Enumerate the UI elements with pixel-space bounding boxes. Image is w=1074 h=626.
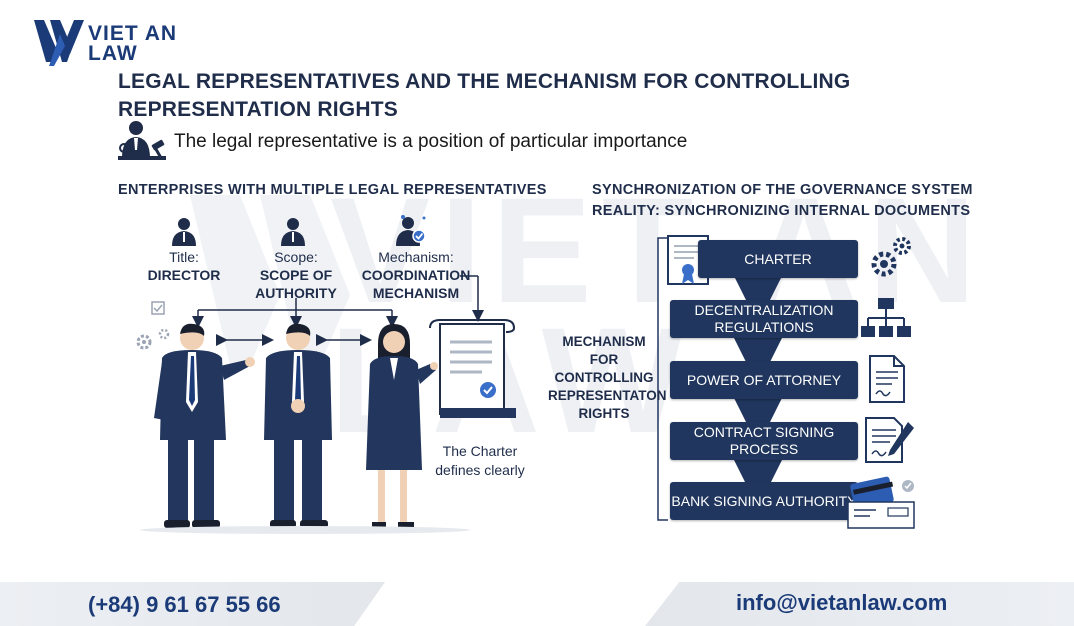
- role-director-label: Title:: [169, 249, 199, 265]
- flow-step-bank-signing: BANK SIGNING AUTHORITY: [670, 482, 858, 520]
- vietan-logo-icon: [34, 20, 84, 66]
- representative-man-2-illustration: [264, 323, 332, 528]
- role-mechanism-value-1: COORDINATION: [361, 267, 471, 283]
- director-person-icon: [172, 218, 196, 246]
- flow-step-decentralization-line-1: DECENTRALIZATION: [694, 302, 834, 318]
- role-director: Title: DIRECTOR: [134, 248, 234, 284]
- bank-card-cheque-icon: [847, 476, 915, 529]
- role-mechanism-value-2: MECHANISM: [372, 285, 460, 301]
- gears-icon: [871, 237, 911, 277]
- mechanism-label-line-3: CONTROLLING: [554, 370, 654, 385]
- watermark-logo-mark: [190, 195, 350, 365]
- role-scope: Scope: SCOPE OF AUTHORITY: [244, 248, 348, 302]
- right-section-heading: SYNCHRONIZATION OF THE GOVERNANCE SYSTEM…: [592, 180, 973, 222]
- role-mechanism-label: Mechanism:: [378, 249, 454, 265]
- scope-person-icon: [281, 218, 305, 246]
- flow-step-charter: CHARTER: [698, 240, 858, 278]
- role-scope-value-2: AUTHORITY: [255, 285, 337, 301]
- charter-scroll-icon: [429, 319, 516, 418]
- charter-note-line-1: The Charter: [442, 443, 518, 459]
- representative-woman-illustration: [366, 324, 438, 528]
- charter-note: The Charter defines clearly: [420, 442, 540, 480]
- logo-line-2: LAW: [88, 42, 138, 65]
- role-mechanism: Mechanism: COORDINATION MECHANISM: [358, 248, 474, 302]
- mechanism-label-line-5: RIGHTS: [578, 406, 630, 421]
- role-scope-label: Scope:: [274, 249, 318, 265]
- footer-band-right: [645, 582, 1074, 626]
- left-section-heading: ENTERPRISES WITH MULTIPLE LEGAL REPRESEN…: [118, 182, 547, 198]
- mechanism-person-check-icon: [396, 215, 426, 246]
- hierarchy-chart-icon: [861, 298, 911, 337]
- flow-step-decentralization-line-2: REGULATIONS: [714, 319, 814, 335]
- representative-man-1-illustration: [154, 323, 255, 528]
- flow-step-power-of-attorney: POWER OF ATTORNEY: [670, 361, 858, 399]
- mechanism-label-line-4: REPRESENTATON: [548, 388, 667, 403]
- flow-step-contract-signing: CONTRACT SIGNING PROCESS: [670, 422, 858, 460]
- legal-representative-icon: [118, 121, 166, 160]
- mechanism-label-line-1: MECHANISM: [562, 334, 646, 349]
- right-heading-line-1: SYNCHRONIZATION OF THE GOVERNANCE SYSTEM: [592, 182, 973, 198]
- role-director-value: DIRECTOR: [147, 267, 221, 283]
- charter-note-line-2: defines clearly: [435, 462, 525, 478]
- footer-email[interactable]: info@vietanlaw.com: [736, 590, 948, 615]
- footer-phone[interactable]: (+84) 9 61 67 55 66: [88, 592, 281, 617]
- mechanism-label-line-2: FOR: [589, 352, 619, 367]
- page-title: LEGAL REPRESENTATIVES AND THE MECHANISM …: [118, 70, 851, 121]
- subtitle: The legal representative is a position o…: [174, 131, 688, 152]
- signed-document-icon: [869, 355, 905, 403]
- contract-pen-icon: [865, 417, 914, 463]
- gear-check-decor-icon: [136, 301, 170, 350]
- role-scope-value-1: SCOPE OF: [259, 267, 333, 283]
- right-heading-line-2: REALITY: SYNCHRONIZING INTERNAL DOCUMENT…: [592, 203, 971, 219]
- logo-line-1: VIET AN: [88, 22, 178, 45]
- footer-band-left: [0, 582, 385, 626]
- mechanism-label: MECHANISM FOR CONTROLLING REPRESENTATON …: [548, 333, 667, 423]
- floor-shadow: [140, 526, 470, 534]
- flow-step-decentralization: DECENTRALIZATION REGULATIONS: [670, 300, 858, 338]
